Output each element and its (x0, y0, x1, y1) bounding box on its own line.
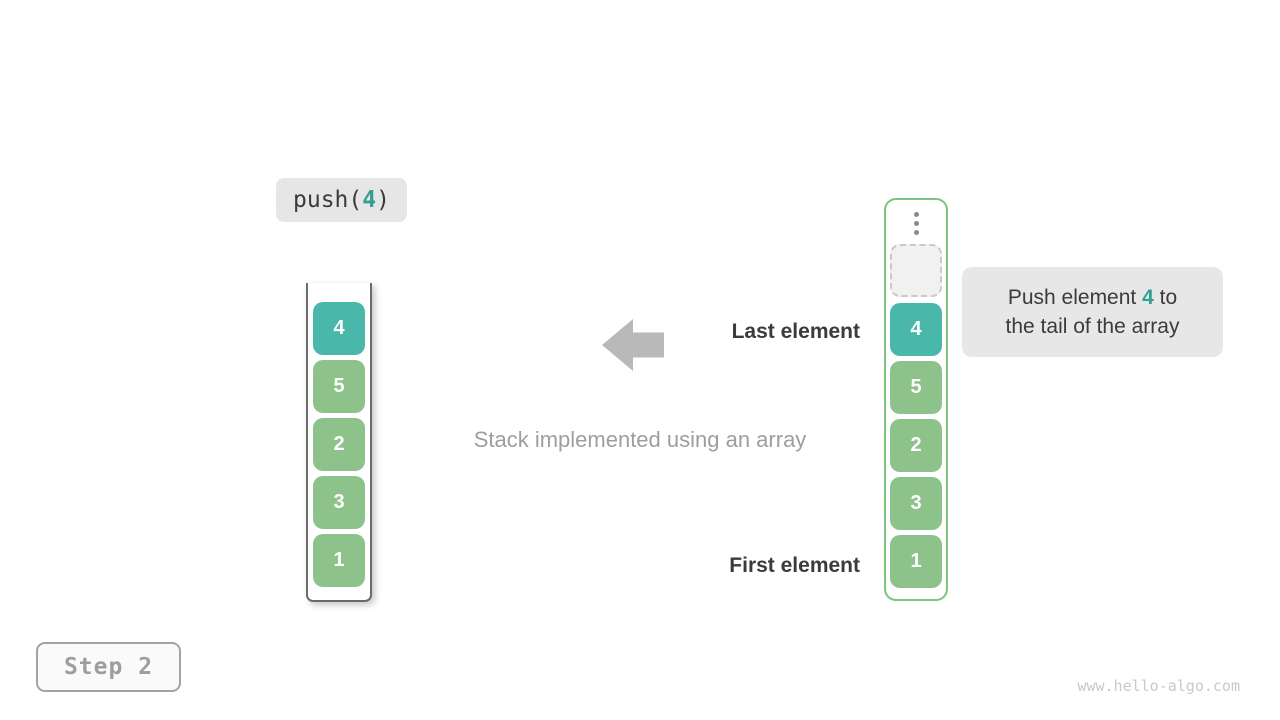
callout-line-1: Push element 4 to (1008, 283, 1177, 312)
stack-item: 2 (890, 419, 942, 472)
last-element-label: Last element (731, 320, 860, 343)
step-badge: Step 2 (36, 642, 181, 692)
stack-item: 5 (890, 361, 942, 414)
bordered-array-stack: 4 5 2 3 1 (884, 198, 948, 601)
push-operation-argument: 4 (362, 187, 377, 213)
empty-slot-placeholder (890, 244, 942, 297)
first-element-label: First element (729, 554, 860, 577)
watermark: www.hello-algo.com (1077, 677, 1240, 695)
stack-item: 3 (890, 477, 942, 530)
vertical-ellipsis-icon (886, 210, 946, 236)
push-operation-label: push(4) (276, 178, 407, 222)
stack-item: 1 (313, 534, 365, 587)
stack-item: 3 (313, 476, 365, 529)
stack-item-new: 4 (313, 302, 365, 355)
push-operation-prefix: push( (293, 187, 363, 213)
explanation-callout: Push element 4 to the tail of the array (962, 267, 1223, 357)
stack-caption: Stack implemented using an array (473, 427, 807, 452)
callout-line-2: the tail of the array (1005, 315, 1180, 338)
callout-text: to (1153, 286, 1178, 309)
plain-array-stack: 4 5 2 3 1 (306, 283, 372, 602)
push-operation-suffix: ) (376, 187, 390, 213)
stack-item: 1 (890, 535, 942, 588)
stack-item-new: 4 (890, 303, 942, 356)
left-arrow-icon (602, 319, 664, 371)
stack-item: 2 (313, 418, 365, 471)
stack-item: 5 (313, 360, 365, 413)
callout-value: 4 (1142, 286, 1154, 309)
callout-text: Push element (1007, 286, 1143, 309)
